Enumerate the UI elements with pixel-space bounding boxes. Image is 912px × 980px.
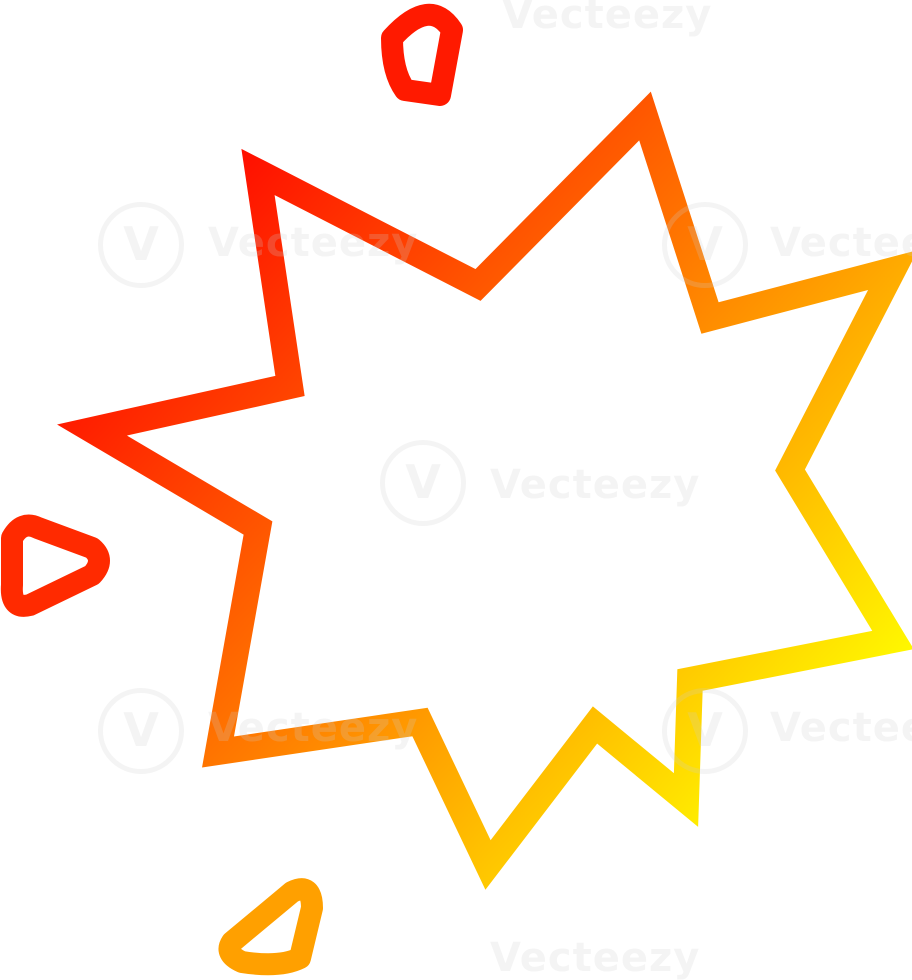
burst-star-outline [57,91,912,890]
droplet-bottom [218,878,323,976]
droplet-left [0,514,110,617]
droplet-top [381,3,463,106]
